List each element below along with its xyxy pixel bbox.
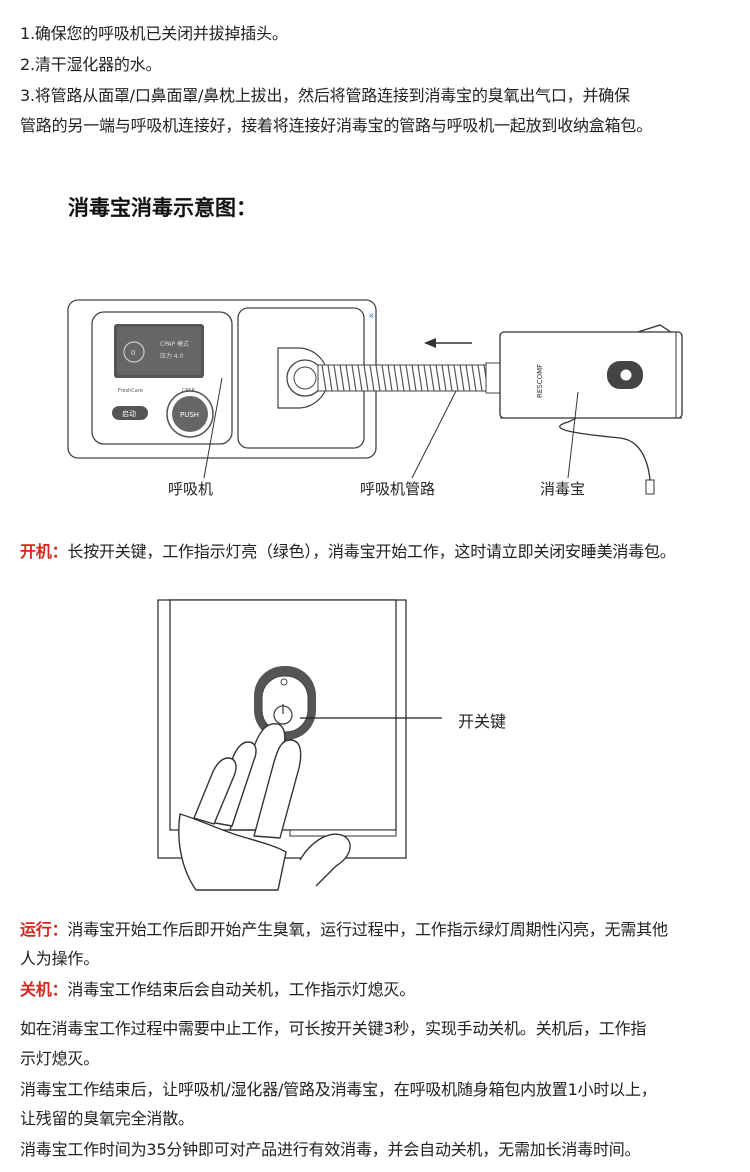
running-line-1: 运行：消毒宝开始工作后即开始产生臭氧，运行过程中，工作指示绿灯周期性闪亮，无需其… [20, 916, 668, 940]
power-off-text: 消毒宝工作结束后会自动关机，工作指示灯熄灭。 [67, 980, 416, 999]
hand-illustration [178, 723, 351, 891]
disinfection-diagram: 0 CPAP 模式 压力 4.0 FreshCare CPAP 启动 PUSH … [67, 299, 683, 495]
note-3: 消毒宝工作时间为35分钟即可对产品进行有效消毒，并会自动关机，无需加长消毒时间。 [20, 1140, 641, 1159]
svg-text:RESCOMF: RESCOMF [536, 364, 544, 398]
note-2-line-1: 消毒宝工作结束后，让呼吸机/湿化器/管路及消毒宝，在呼吸机随身箱包内放置1小时以… [20, 1080, 657, 1099]
power-off-label: 关机： [20, 980, 68, 999]
running-line-2: 人为操作。 [20, 949, 100, 968]
svg-text:×: × [368, 311, 375, 320]
running-text-1: 消毒宝开始工作后即开始产生臭氧，运行过程中，工作指示绿灯周期性闪亮，无需其他 [67, 920, 668, 939]
press-switch-diagram [157, 599, 442, 891]
svg-text:FreshCare: FreshCare [118, 388, 143, 394]
arrow-left-icon [424, 338, 472, 348]
svg-text:CPAP 模式: CPAP 模式 [160, 340, 189, 348]
step-1: 1.确保您的呼吸机已关闭并拔掉插头。 [20, 24, 288, 43]
running-label: 运行： [20, 920, 68, 939]
switch-label: 开关键 [458, 712, 507, 731]
note-1-line-2: 示灯熄灭。 [20, 1049, 100, 1068]
note-1-line-1: 如在消毒宝工作过程中需要中止工作，可长按开关键3秒，实现手动关机。关机后，工作指 [20, 1019, 647, 1038]
svg-text:PUSH: PUSH [180, 411, 199, 419]
breathing-tube [317, 362, 505, 394]
svg-text:0: 0 [131, 349, 135, 357]
label-disinfector: 消毒宝 [540, 480, 586, 498]
step-3-line-2: 管路的另一端与呼吸机连接好，接着将连接好消毒宝的管路与呼吸机一起放到收纳盒箱包。 [20, 116, 653, 135]
power-on-text: 长按开关键，工作指示灯亮（绿色），消毒宝开始工作，这时请立即关闭安睡美消毒包。 [67, 542, 676, 561]
diagram-title: 消毒宝消毒示意图： [68, 196, 257, 220]
step-3-line-1: 3.将管路从面罩/口鼻面罩/鼻枕上拔出，然后将管路连接到消毒宝的臭氧出气口，并确… [20, 86, 630, 105]
power-on-instruction: 开机：长按开关键，工作指示灯亮（绿色），消毒宝开始工作，这时请立即关闭安睡美消毒… [20, 538, 676, 562]
label-ventilator: 呼吸机 [168, 480, 214, 498]
power-off-instruction: 关机：消毒宝工作结束后会自动关机，工作指示灯熄灭。 [20, 976, 415, 1000]
step-2: 2.清干湿化器的水。 [20, 55, 162, 74]
note-2-line-2: 让残留的臭氧完全消散。 [20, 1109, 194, 1128]
power-on-label: 开机： [20, 542, 68, 561]
svg-text:启动: 启动 [122, 409, 136, 418]
disinfector-illustration: RESCOMF [499, 331, 683, 419]
svg-text:压力 4.0: 压力 4.0 [160, 352, 184, 360]
label-tube: 呼吸机管路 [360, 480, 436, 498]
